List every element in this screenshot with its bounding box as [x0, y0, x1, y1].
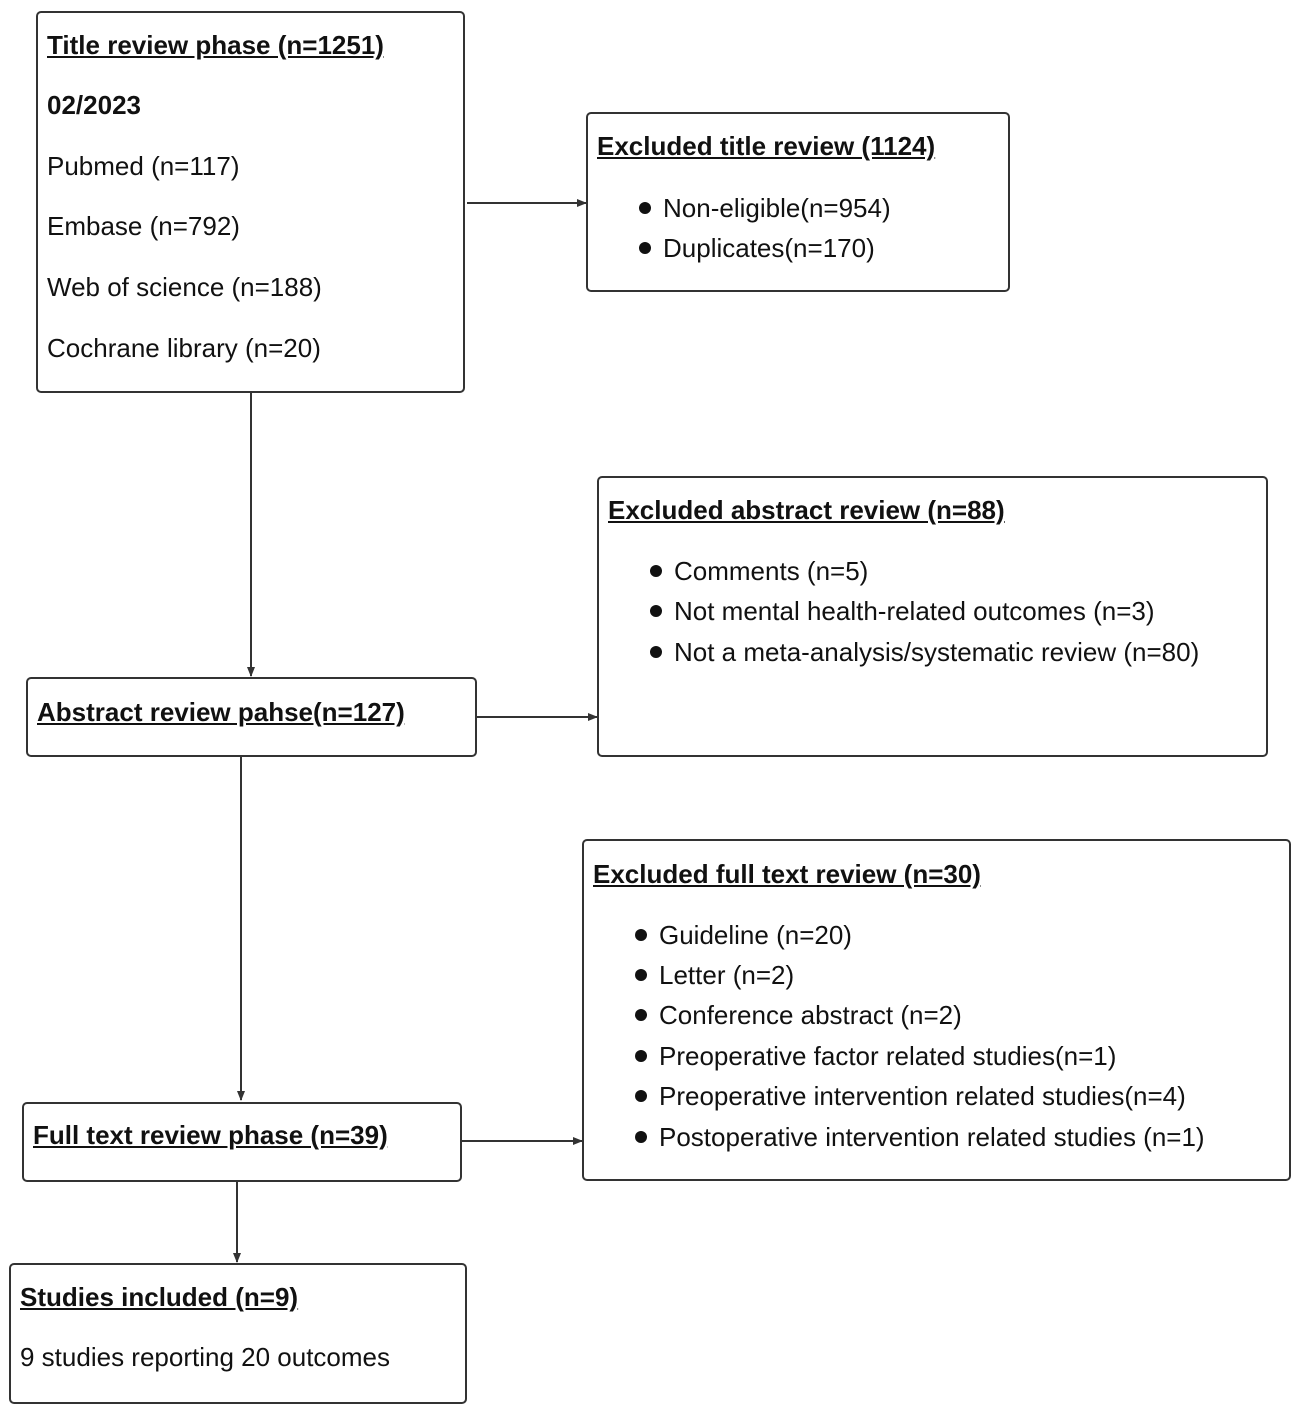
excluded-title-item: Duplicates(n=170): [639, 233, 875, 264]
bullet-icon: [650, 646, 662, 659]
title-review-heading: Title review phase (n=1251): [47, 30, 384, 60]
bullet-icon: [635, 929, 647, 942]
excluded-fulltext-item: Preoperative intervention related studie…: [635, 1081, 1186, 1112]
source-web-of-science: Web of science (n=188): [47, 272, 322, 302]
excluded-title-box: Excluded title review (1124) Non-eligibl…: [586, 112, 1010, 292]
bullet-icon: [650, 565, 662, 578]
excluded-abstract-item: Comments (n=5): [650, 556, 868, 587]
bullet-icon: [635, 1050, 647, 1063]
bullet-icon: [639, 242, 651, 255]
bullet-icon: [639, 202, 651, 215]
excluded-fulltext-item: Letter (n=2): [635, 960, 794, 991]
abstract-review-box: Abstract review pahse(n=127): [26, 677, 477, 757]
abstract-review-heading: Abstract review pahse(n=127): [37, 697, 405, 727]
bullet-icon: [635, 1009, 647, 1022]
excluded-fulltext-item: Guideline (n=20): [635, 920, 852, 951]
source-embase: Embase (n=792): [47, 211, 240, 241]
excluded-abstract-heading: Excluded abstract review (n=88): [608, 495, 1005, 525]
excluded-abstract-item: Not a meta-analysis/systematic review (n…: [650, 637, 1199, 668]
excluded-fulltext-item: Conference abstract (n=2): [635, 1000, 962, 1031]
bullet-icon: [635, 1090, 647, 1103]
title-review-box: Title review phase (n=1251) 02/2023 Pubm…: [36, 11, 465, 393]
bullet-icon: [650, 605, 662, 618]
bullet-icon: [635, 969, 647, 982]
studies-included-heading: Studies included (n=9): [20, 1282, 299, 1312]
bullet-icon: [635, 1131, 647, 1144]
search-date: 02/2023: [47, 90, 141, 120]
excluded-title-item: Non-eligible(n=954): [639, 193, 891, 224]
excluded-title-heading: Excluded title review (1124): [597, 131, 936, 161]
source-cochrane: Cochrane library (n=20): [47, 333, 321, 363]
fulltext-review-heading: Full text review phase (n=39): [33, 1120, 388, 1150]
studies-included-box: Studies included (n=9) 9 studies reporti…: [9, 1263, 467, 1404]
excluded-abstract-box: Excluded abstract review (n=88) Comments…: [597, 476, 1268, 757]
fulltext-review-box: Full text review phase (n=39): [22, 1102, 462, 1182]
excluded-fulltext-box: Excluded full text review (n=30) Guideli…: [582, 839, 1291, 1181]
studies-included-description: 9 studies reporting 20 outcomes: [20, 1342, 390, 1372]
excluded-fulltext-item: Postoperative intervention related studi…: [635, 1122, 1205, 1153]
excluded-fulltext-heading: Excluded full text review (n=30): [593, 859, 981, 889]
source-pubmed: Pubmed (n=117): [47, 151, 240, 181]
excluded-abstract-item: Not mental health-related outcomes (n=3): [650, 596, 1155, 627]
excluded-fulltext-item: Preoperative factor related studies(n=1): [635, 1041, 1116, 1072]
